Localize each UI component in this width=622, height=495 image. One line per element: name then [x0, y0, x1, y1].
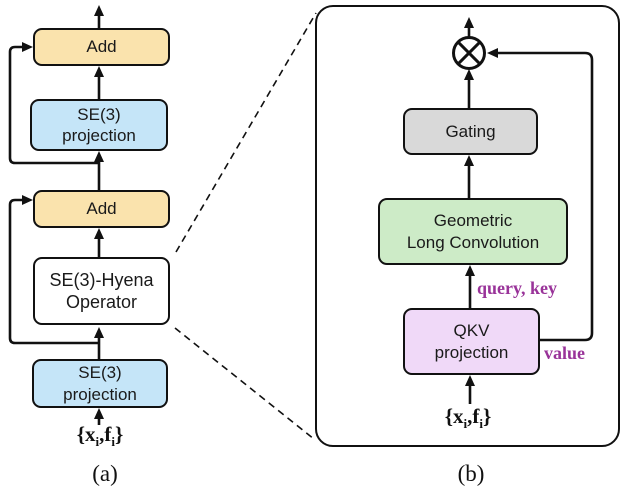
- gating-block: Gating: [403, 108, 538, 155]
- se3-projection-bottom-line2: projection: [63, 384, 137, 404]
- panel-a-caption: (a): [92, 461, 118, 486]
- query-key-edge-label: query, key: [477, 278, 558, 298]
- se3-projection-bottom-line1: SE(3): [78, 363, 122, 383]
- panel-a-input-label: {xi,fi}: [76, 422, 124, 450]
- b-value-skip-connection: [487, 48, 594, 342]
- se3-projection-top-line1: SE(3): [77, 104, 121, 124]
- qkv-line2: projection: [434, 342, 509, 362]
- se3-projection-block-bottom: SE(3) projection: [32, 359, 168, 408]
- hyena-operator-line1: SE(3)-Hyena: [49, 269, 154, 290]
- conv-line1: Geometric: [433, 211, 513, 231]
- se3-projection-top-line2: projection: [62, 126, 136, 145]
- gating-label: Gating: [445, 121, 496, 141]
- qkv-line1: QKV: [453, 321, 490, 341]
- value-edge-label: value: [544, 343, 586, 363]
- panel-b-input-label: {xi,fi}: [444, 404, 492, 432]
- se3-hyena-operator-block: SE(3)-Hyena Operator: [33, 257, 170, 325]
- a-skip-connection-bottom: [8, 195, 99, 345]
- add-block-top: Add: [33, 28, 170, 66]
- zoom-guide-bottom-dashed-line: [174, 327, 315, 440]
- qkv-projection-block: QKV projection: [403, 308, 540, 375]
- a-skip-connection-top: [8, 42, 99, 165]
- conv-line2: Long Convolution: [406, 232, 540, 252]
- hyena-operator-line2: Operator: [65, 292, 138, 312]
- add-block-bottom-label: Add: [86, 199, 117, 219]
- add-block-top-label: Add: [86, 37, 117, 57]
- panel-b-caption: (b): [457, 461, 485, 486]
- multiply-icon: [452, 36, 486, 70]
- add-block-bottom: Add: [33, 190, 170, 228]
- se3-projection-block-top: SE(3) projection: [30, 99, 168, 151]
- zoom-guide-top-dashed-line: [175, 12, 317, 253]
- geometric-long-convolution-block: Geometric Long Convolution: [378, 198, 568, 265]
